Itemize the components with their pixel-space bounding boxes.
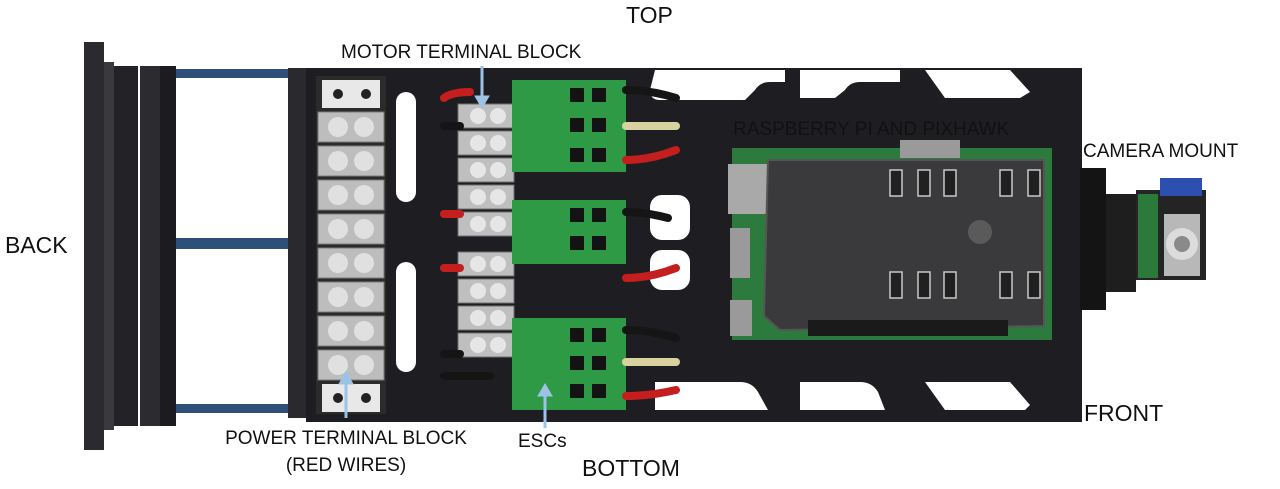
power-terminal-block xyxy=(316,76,386,414)
back-end-plates xyxy=(84,42,176,450)
raspberry-pi-pixhawk-stack xyxy=(728,140,1052,340)
front-label: FRONT xyxy=(1084,400,1164,426)
power-terminal-block-label-line1: POWER TERMINAL BLOCK xyxy=(225,428,467,449)
escs-label: ESCs xyxy=(518,431,567,452)
power-terminal-block-label-line2: (RED WIRES) xyxy=(285,455,407,476)
motor-wires xyxy=(440,88,494,380)
motor-terminal-block xyxy=(457,103,515,358)
esc-boards xyxy=(512,80,626,410)
back-label: BACK xyxy=(5,232,68,258)
motor-terminal-block-label: MOTOR TERMINAL BLOCK xyxy=(341,42,582,63)
camera-mount-assembly xyxy=(1080,168,1206,310)
plate-cutouts xyxy=(396,70,1030,410)
camera-mount-label: CAMERA MOUNT xyxy=(1083,141,1239,162)
esc-output-wires xyxy=(622,86,680,400)
bracket-plate xyxy=(288,68,306,418)
bottom-label: BOTTOM xyxy=(582,455,680,481)
power-terminal-block-label: POWER TERMINAL BLOCK (RED WIRES) xyxy=(206,428,486,477)
callout-arrows xyxy=(338,66,553,428)
raspberry-pi-pixhawk-label: RASPBERRY PI AND PIXHAWK xyxy=(733,119,1010,140)
top-label: TOP xyxy=(626,2,673,28)
